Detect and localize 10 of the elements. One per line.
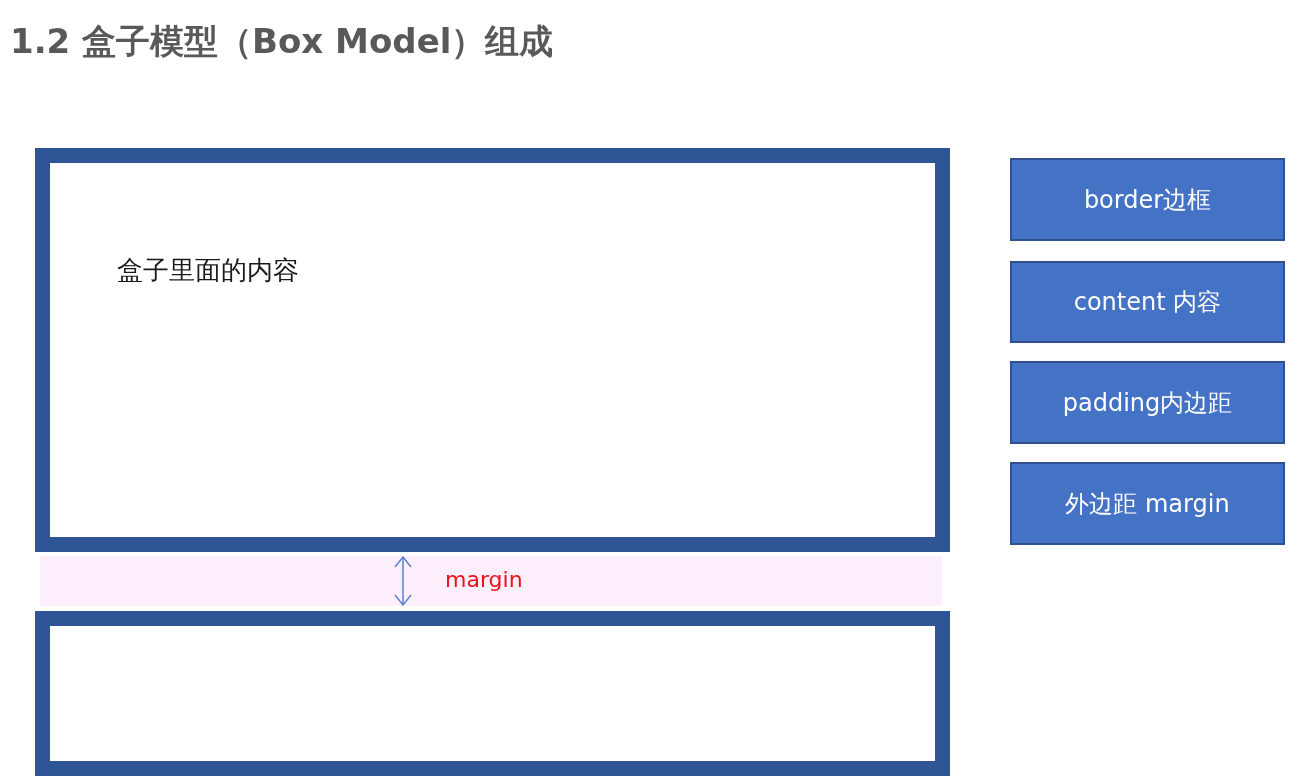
term-box: 外边距 margin [1010, 462, 1285, 545]
margin-label: margin [445, 566, 523, 594]
bordered-box [35, 148, 950, 552]
slide-title: 1.2 盒子模型（Box Model）组成 [10, 20, 554, 63]
box-text: 盒子里面的内容 [117, 254, 299, 287]
bordered-box [35, 611, 950, 776]
term-box: padding内边距 [1010, 361, 1285, 444]
term-box: border边框 [1010, 158, 1285, 241]
term-box: content 内容 [1010, 261, 1285, 343]
margin-band [40, 556, 942, 606]
